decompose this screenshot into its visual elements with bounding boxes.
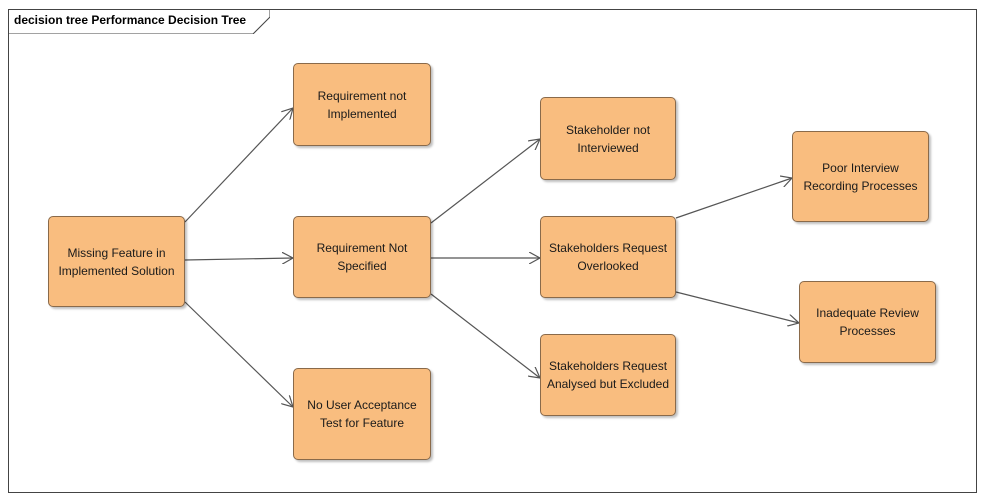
node-stakeholder-not-interviewed[interactable]: Stakeholder not Interviewed xyxy=(540,97,676,180)
edge-not-specified-to-excluded xyxy=(430,293,540,378)
node-inadequate-review-label: Inadequate Review Processes xyxy=(816,306,919,338)
node-missing-feature-label: Missing Feature in Implemented Solution xyxy=(58,245,175,278)
node-missing-feature[interactable]: Missing Feature in Implemented Solution xyxy=(48,216,185,307)
diagram-title: decision tree Performance Decision Tree xyxy=(14,13,247,27)
node-stakeholder-not-interviewed-label: Stakeholder not Interviewed xyxy=(565,122,651,155)
edge-overlooked-to-poor-interview xyxy=(675,178,792,219)
edge-missing-to-no-uat xyxy=(184,301,293,407)
node-no-user-acceptance-test[interactable]: No User Acceptance Test for Feature xyxy=(293,368,431,460)
node-poor-interview-recording-label: Poor Interview Recording Processes xyxy=(803,160,918,193)
node-poor-interview-recording[interactable]: Poor Interview Recording Processes xyxy=(792,131,929,222)
node-requirement-not-specified[interactable]: Requirement Not Specified xyxy=(293,216,431,298)
edge-missing-to-not-specified xyxy=(184,258,293,260)
node-no-user-acceptance-test-label: No User Acceptance Test for Feature xyxy=(307,398,417,430)
node-stakeholders-request-excluded-label: Stakeholders Request Analysed but Exclud… xyxy=(546,359,670,391)
title-tab-shape xyxy=(8,9,270,34)
edge-overlooked-to-inadequate-review xyxy=(675,291,799,323)
node-requirement-not-implemented-label: Requirement not Implemented xyxy=(317,88,407,121)
node-stakeholders-request-excluded[interactable]: Stakeholders Request Analysed but Exclud… xyxy=(540,334,676,416)
diagram-title-tab: decision tree Performance Decision Tree xyxy=(8,9,270,34)
node-inadequate-review[interactable]: Inadequate Review Processes xyxy=(799,281,936,363)
node-requirement-not-implemented[interactable]: Requirement not Implemented xyxy=(293,63,431,146)
node-requirement-not-specified-label: Requirement Not Specified xyxy=(316,241,408,273)
edge-not-specified-to-not-interviewed xyxy=(430,139,540,224)
node-stakeholders-request-overlooked-label: Stakeholders Request Overlooked xyxy=(548,241,668,273)
node-stakeholders-request-overlooked[interactable]: Stakeholders Request Overlooked xyxy=(540,216,676,298)
edge-missing-to-not-implemented xyxy=(184,108,293,223)
